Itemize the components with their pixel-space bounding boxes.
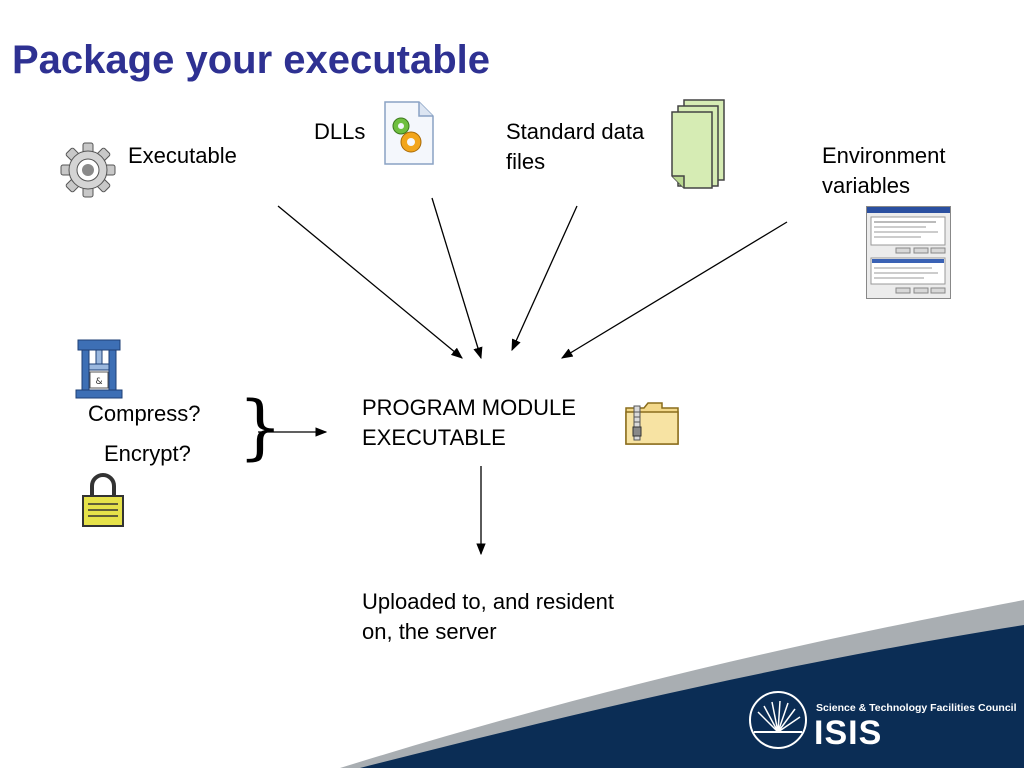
- arrow-executable: [277, 205, 463, 359]
- stacked-documents-icon: [671, 99, 725, 189]
- output-label-line2: on, the server: [362, 619, 497, 644]
- module-label-line1: PROGRAM MODULE: [362, 395, 576, 420]
- dll-file-icon: [384, 101, 434, 165]
- arrow-dlls: [431, 197, 483, 360]
- executable-label: Executable: [128, 143, 237, 168]
- arrow-environment: [560, 221, 788, 359]
- environment-label-line1: Environment: [822, 143, 946, 168]
- press-icon: &: [75, 339, 123, 399]
- output-label-line1: Uploaded to, and resident: [362, 589, 614, 614]
- module-label-line2: EXECUTABLE: [362, 425, 506, 450]
- dlls-label: DLLs: [314, 119, 366, 144]
- settings-window-icon: [866, 206, 951, 299]
- data-files-label-line2: files: [506, 149, 546, 174]
- footer-brand: ISIS: [814, 714, 883, 752]
- environment-label-line2: variables: [822, 173, 911, 198]
- footer-org-name: Science & Technology Facilities Council: [816, 702, 1017, 714]
- isis-sun-logo: [749, 691, 807, 749]
- zip-folder-icon: [625, 402, 679, 445]
- compress-label: Compress?: [88, 401, 201, 426]
- padlock-icon: [82, 473, 124, 527]
- arrow-data-files: [511, 205, 578, 352]
- encrypt-label: Encrypt?: [104, 441, 191, 466]
- data-files-label-line1: Standard data: [506, 119, 645, 144]
- options-brace: }: [238, 386, 283, 468]
- svg-text:&: &: [95, 377, 102, 387]
- slide-title: Package your executable: [12, 38, 491, 82]
- gear-icon: [60, 142, 116, 198]
